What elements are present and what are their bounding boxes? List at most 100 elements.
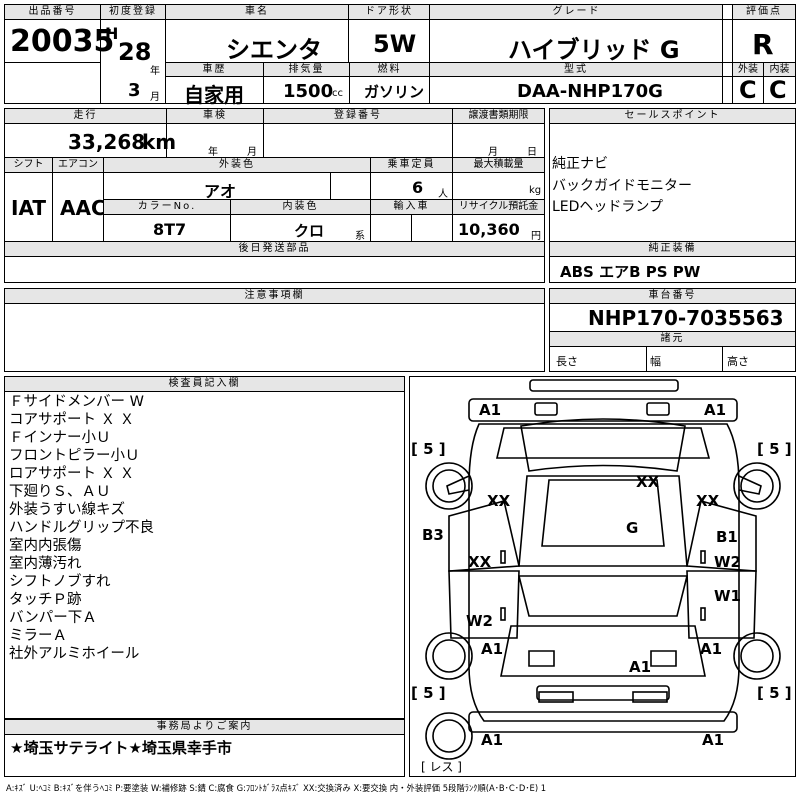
inspector-line: シフトノブすれ (9, 574, 111, 590)
equipment-list: ABS エアB PS PW (560, 263, 701, 281)
inspector-line: ミラーＡ (9, 628, 67, 644)
damage-mark: XX (696, 492, 720, 510)
transfer-month-unit: 月 (488, 147, 498, 158)
body-color: アオ (204, 182, 237, 201)
damage-mark: XX (468, 553, 492, 571)
equipment-label: 純正装備 (550, 242, 795, 256)
notes-label: 注意事項欄 (5, 289, 544, 303)
damage-mark: W2 (714, 553, 741, 571)
int-color-unit: 系 (355, 231, 365, 242)
sales-block (549, 108, 796, 283)
office-label: 事務局よりご案内 (5, 720, 404, 734)
inspector-block (4, 376, 405, 719)
notes-block (4, 288, 545, 372)
ext-label: 外装 (733, 63, 763, 76)
month-unit: 月 (150, 92, 160, 103)
first-reg-year: 28 (118, 38, 152, 66)
door-type: 5W (373, 30, 417, 58)
year-unit: 年 (150, 66, 160, 77)
inspector-line: Ｆサイドメンバー W (9, 394, 144, 410)
inspector-line: コアサポート Ｘ Ｘ (9, 412, 135, 428)
tire-tread-mark: [ 5 ] (757, 684, 792, 702)
inspector-label: 検査員記入欄 (5, 377, 404, 391)
fuel-type: ガソリン (364, 83, 425, 101)
mileage: 33,268 (68, 130, 146, 154)
width-label: 幅 (650, 355, 661, 368)
damage-mark: W1 (714, 587, 741, 605)
model-label: 型式 (430, 63, 722, 76)
mileage-label: 走行 (5, 109, 166, 123)
inspection-label: 車検 (167, 109, 263, 123)
inspector-line: バンパー下Ａ (9, 610, 97, 626)
inspector-line: 室内内張傷 (9, 538, 82, 554)
inspection-month-unit: 月 (247, 147, 257, 158)
displacement: 1500 (283, 81, 334, 102)
damage-mark: A1 (704, 401, 726, 419)
load-label: 最大積載量 (453, 158, 544, 172)
header-block (4, 4, 796, 104)
damage-mark: XX (487, 492, 511, 510)
color-no-label: カラーNo. (104, 200, 230, 214)
reg-no-label: 登録番号 (264, 109, 452, 123)
car-body-diagram: A1 A1 [ 5 ] [ 5 ] XX XX XX B3 G B1 XX W2… (411, 379, 792, 774)
damage-mark: A1 (629, 658, 651, 676)
inspector-line: 社外アルミホイール (9, 646, 140, 662)
ac-type: AAC (60, 196, 106, 220)
tire-tread-mark: [ 5 ] (757, 440, 792, 458)
damage-mark: B3 (422, 526, 444, 544)
chassis-number: NHP170-7035563 (588, 306, 784, 330)
damage-mark: XX (636, 473, 660, 491)
recycle-label: リサイクル預託金 (453, 200, 544, 214)
inspector-notes: Ｆサイドメンバー W コアサポート Ｘ Ｘ Ｆインナー小Ｕ フロントピラー小Ｕ … (9, 393, 154, 663)
sales-item: バックガイドモニター (552, 178, 692, 194)
damage-mark: A1 (700, 640, 722, 658)
first-reg-month: 3 (128, 80, 141, 101)
seating-capacity: 6 (412, 178, 424, 197)
fuel-label: 燃料 (350, 63, 429, 76)
inspector-line: Ｆインナー小Ｕ (9, 430, 111, 446)
inspector-line: 外装うすい線キズ (9, 502, 125, 518)
inspection-year-unit: 年 (208, 147, 218, 158)
chassis-label: 車台番号 (550, 289, 795, 303)
ac-label: エアコン (53, 158, 103, 172)
overall-score: R (752, 28, 774, 61)
lot-label: 出品番号 (5, 5, 100, 19)
inspector-line: ロアサポート Ｘ Ｘ (9, 466, 135, 482)
exterior-score: C (739, 76, 757, 104)
door-label: ドア形状 (349, 5, 429, 19)
mileage-unit: km (142, 130, 177, 154)
int-color-label: 内装色 (231, 200, 370, 214)
transfer-day-unit: 日 (527, 147, 537, 158)
later-parts-label: 後日発送部品 (5, 242, 544, 256)
lot-number: 20035 (10, 24, 115, 59)
era: H (105, 24, 119, 43)
recycle-unit: 円 (531, 231, 541, 242)
spare-tire-mark: [ レス ] (421, 760, 462, 774)
score-label: 評価点 (733, 5, 795, 19)
inspector-line: 室内薄汚れ (9, 556, 82, 572)
inspector-line: タッチＰ跡 (9, 592, 82, 608)
history-label: 車歴 (166, 63, 263, 76)
dims-label: 諸元 (550, 332, 795, 346)
damage-mark: A1 (479, 401, 501, 419)
tire-tread-mark: [ 5 ] (411, 684, 446, 702)
sales-item: LEDヘッドランプ (552, 199, 664, 215)
damage-mark: G (626, 519, 638, 537)
capacity-label: 乗車定員 (371, 158, 452, 172)
interior-color: クロ (294, 222, 325, 240)
car-name-label: 車名 (166, 5, 348, 19)
interior-score: C (769, 76, 787, 104)
tire-tread-mark: [ 5 ] (411, 440, 446, 458)
office-text: ★埼玉サテライト★埼玉県幸手市 (10, 739, 232, 757)
transfer-label: 譲渡書類期限 (453, 109, 544, 123)
length-label: 長さ (556, 355, 578, 368)
sales-item: 純正ナビ (552, 156, 608, 172)
damage-mark: A1 (481, 640, 503, 658)
inspector-line: ハンドルグリップ不良 (9, 520, 154, 536)
grade-label: グレード (430, 5, 723, 19)
import-label: 輸入車 (371, 200, 452, 214)
recycle-fee: 10,360 (458, 220, 520, 239)
shift-label: シフト (5, 158, 52, 172)
load-unit: kg (529, 185, 542, 196)
vehicle-history: 自家用 (184, 83, 244, 107)
